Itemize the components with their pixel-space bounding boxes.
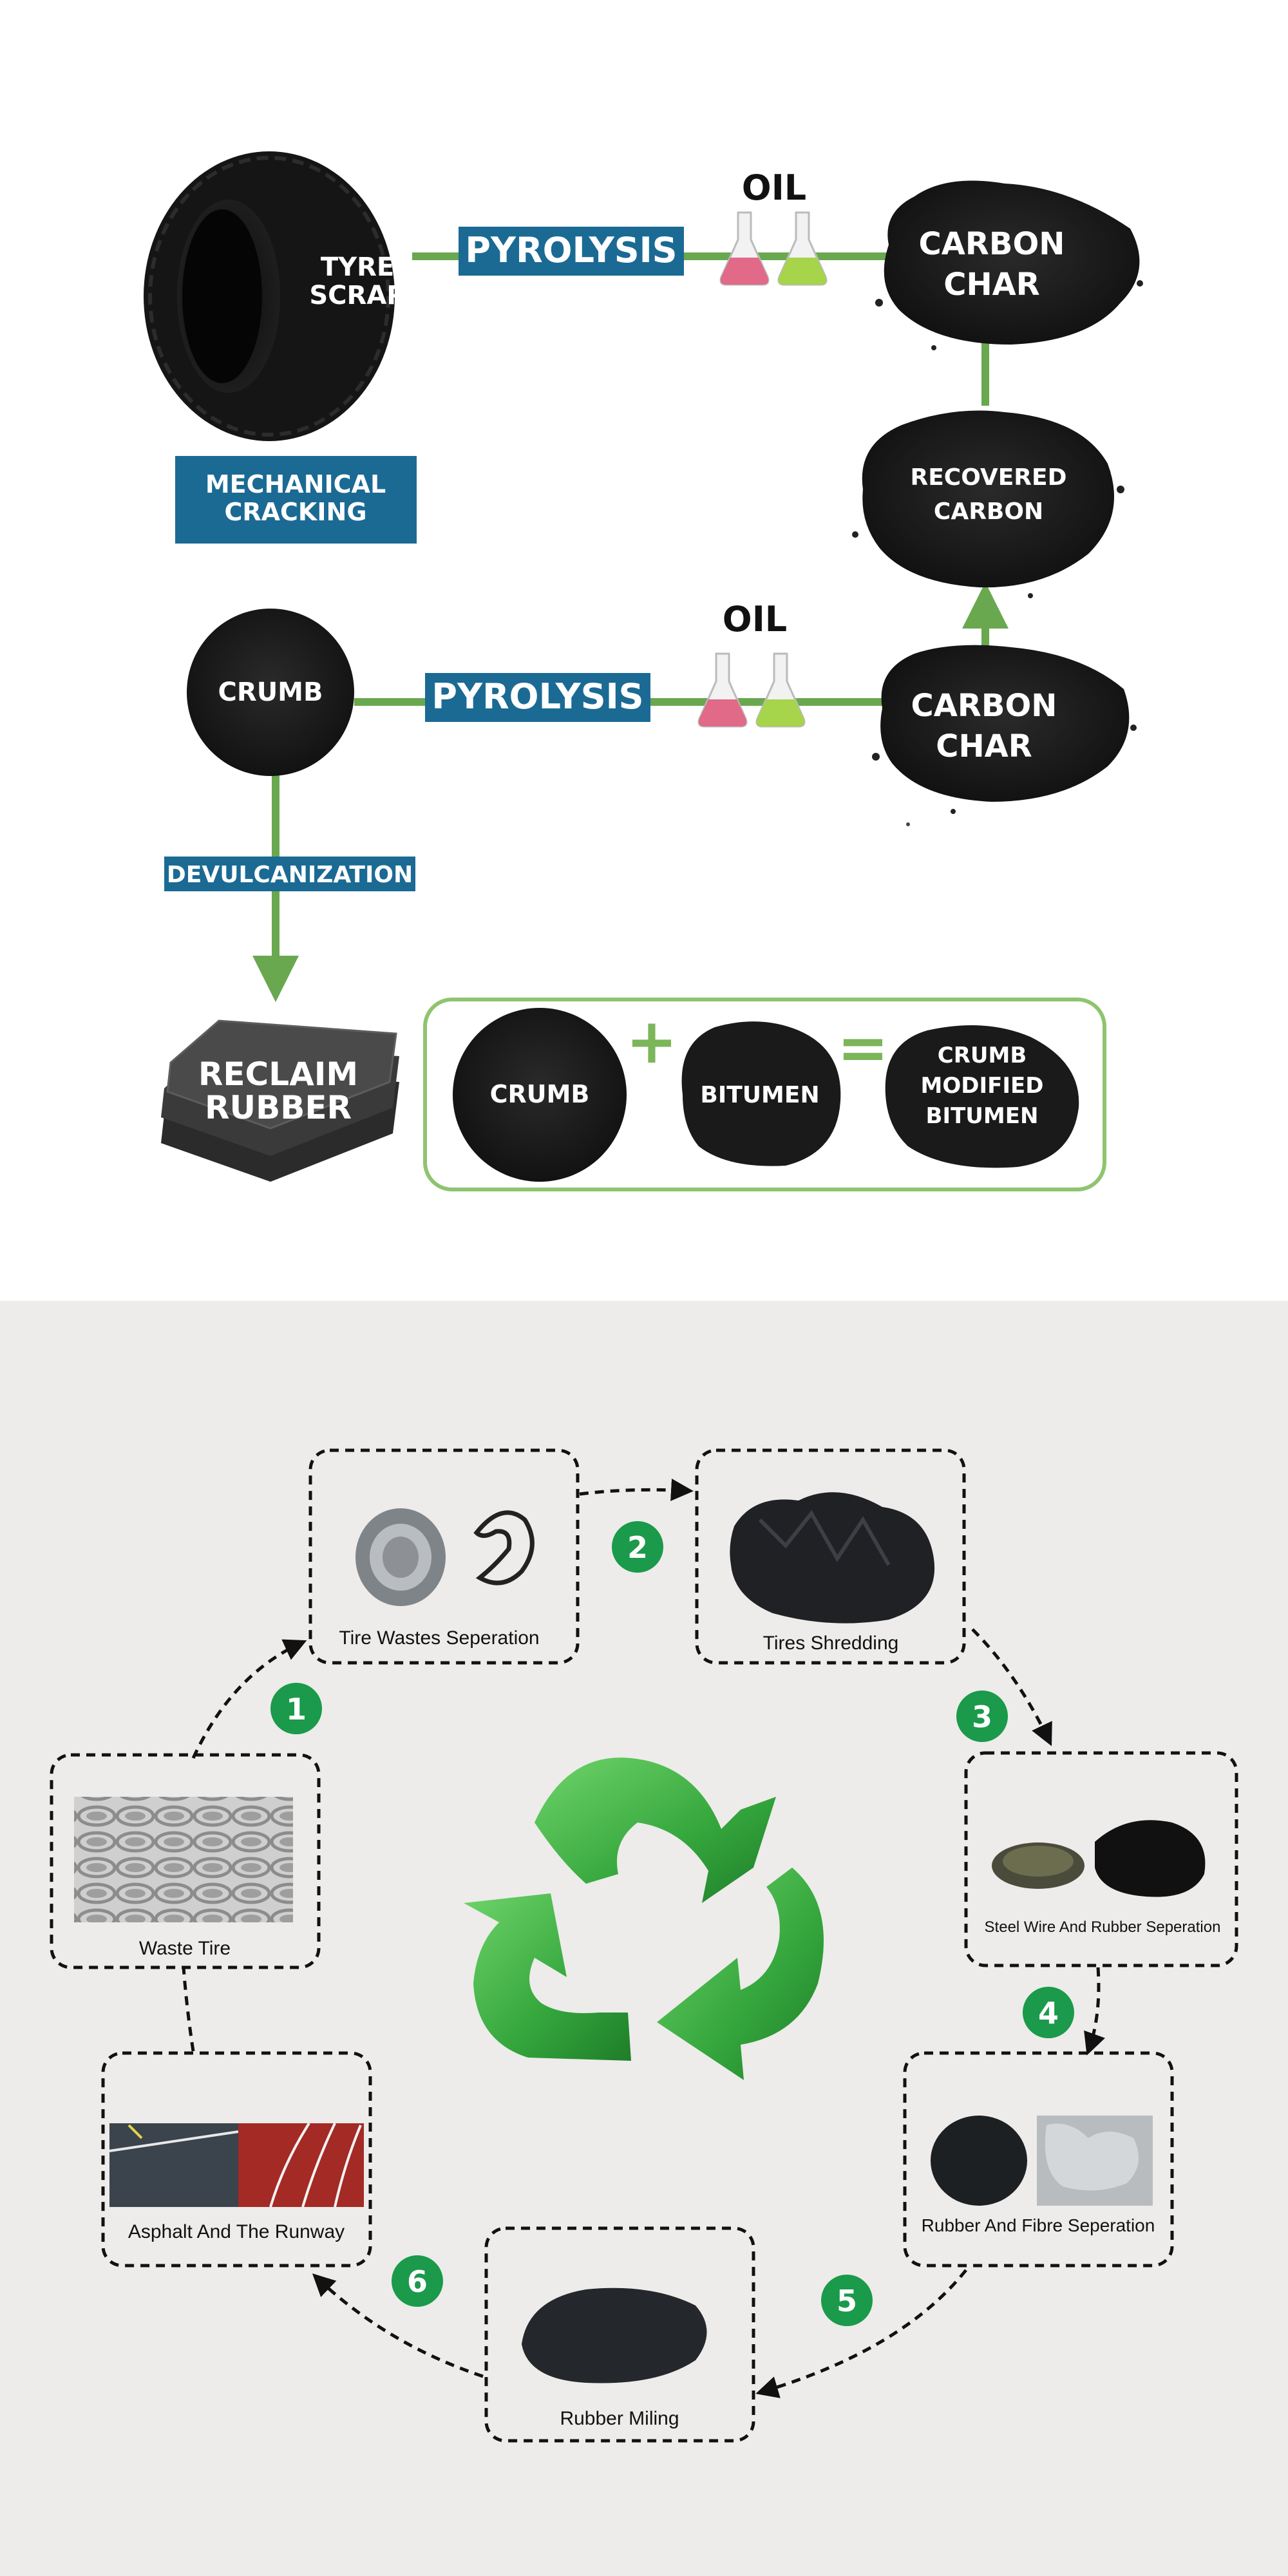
tyre-icon <box>144 151 395 441</box>
step-badge-6: 6 <box>392 2255 443 2307</box>
step6-label: Asphalt And The Runway <box>128 2221 345 2242</box>
cycle-diagram: Waste Tire Tire Wastes Seperation Tires … <box>50 1448 1238 2443</box>
crumb-bitumen-box <box>423 998 1106 1191</box>
oil-flask-icon <box>697 652 806 728</box>
pyrolysis-mid-label: PYROLYSIS <box>431 676 643 717</box>
reclaim-line2: RUBBER <box>205 1089 352 1126</box>
carbon-char-top-line1: CARBON <box>919 226 1065 262</box>
equals-sign: = <box>837 1012 889 1084</box>
connector-waste-to-step1 <box>191 1639 307 1759</box>
tyre-label-line2: SCRAP <box>309 281 405 310</box>
plus-sign: + <box>626 1005 677 1077</box>
pyrolysis-mid-box <box>425 673 650 722</box>
step4-label: Rubber And Fibre Seperation <box>922 2215 1155 2235</box>
svg-text:3: 3 <box>972 1700 992 1734</box>
bitumen-blob <box>681 1021 841 1166</box>
top-diagram: TYRE SCRAP PYROLYSIS OIL CARBON CHAR REC… <box>144 151 1143 1191</box>
carbon-char-mid-line1: CARBON <box>911 688 1057 724</box>
recovered-carbon-blob <box>852 410 1124 598</box>
step3-box <box>964 1751 1238 1967</box>
mechanical-cracking-box <box>175 456 417 544</box>
step-badge-5: 5 <box>821 2275 873 2326</box>
step1-label: Tire Wastes Seperation <box>339 1627 539 1649</box>
connector-step5-to-step6 <box>312 2273 484 2378</box>
pyrolysis-top-label: PYROLYSIS <box>465 230 677 270</box>
waste-tire-image <box>74 1797 293 1922</box>
step-badge-1: 1 <box>270 1683 322 1734</box>
step2-label: Tires Shredding <box>763 1633 899 1654</box>
connector-step4-to-step5 <box>755 2269 967 2398</box>
waste-tire-label: Waste Tire <box>139 1938 231 1959</box>
recovered-line2: CARBON <box>934 498 1043 525</box>
step6-box <box>101 2051 372 2268</box>
oil-flask-icon <box>719 211 828 286</box>
recycle-icon <box>464 1757 824 2080</box>
carbon-char-top-blob <box>875 180 1143 350</box>
cmb-line1: CRUMB <box>938 1043 1027 1068</box>
asphalt-runway-image <box>109 2122 364 2208</box>
oil-top-label: OIL <box>742 167 806 208</box>
shredded-tire-image <box>730 1492 935 1624</box>
box-crumb-label: CRUMB <box>490 1080 590 1108</box>
reclaim-rubber-icon <box>161 1019 399 1182</box>
devulcanization-label: DEVULCANIZATION <box>167 862 413 888</box>
step-badge-2: 2 <box>612 1521 663 1573</box>
recovered-line1: RECOVERED <box>910 464 1066 491</box>
connector-step2-to-step3 <box>971 1628 1052 1747</box>
step-badge-4: 4 <box>1023 1987 1074 2038</box>
tire-separation-image <box>355 1508 535 1606</box>
step3-label: Steel Wire And Rubber Seperation <box>985 1918 1221 1936</box>
oil-mid-label: OIL <box>723 599 787 639</box>
svg-text:4: 4 <box>1038 1996 1059 2031</box>
svg-text:6: 6 <box>407 2264 428 2299</box>
step4-box <box>903 2051 1174 2268</box>
mechanical-line1: MECHANICAL <box>205 470 386 498</box>
step1-box <box>308 1448 580 1665</box>
mechanical-line2: CRACKING <box>224 498 366 526</box>
carbon-char-top-line2: CHAR <box>943 267 1040 303</box>
step5-label: Rubber Miling <box>560 2408 679 2429</box>
svg-text:1: 1 <box>286 1692 307 1727</box>
pyrolysis-top-box <box>459 227 684 276</box>
bitumen-label: BITUMEN <box>700 1082 819 1108</box>
step-badge-3: 3 <box>956 1690 1008 1742</box>
box-crumb-blob <box>453 1008 627 1182</box>
step2-box <box>695 1448 966 1665</box>
cmb-line3: BITUMEN <box>926 1103 1039 1129</box>
reclaim-line1: RECLAIM <box>198 1056 358 1093</box>
tyre-label-line1: TYRE <box>321 252 394 282</box>
steel-rubber-image <box>992 1820 1206 1897</box>
carbon-char-mid-line2: CHAR <box>936 728 1032 764</box>
crumb-modified-bitumen-blob <box>885 1025 1079 1168</box>
devulcanization-box <box>164 857 415 891</box>
step5-box <box>484 2226 755 2443</box>
svg-text:2: 2 <box>627 1530 648 1565</box>
crumb-blob <box>187 609 354 776</box>
rubber-fibre-image <box>931 2116 1153 2206</box>
carbon-char-mid-blob <box>872 645 1137 826</box>
rubber-powder-image <box>522 2287 707 2383</box>
waste-tire-box <box>50 1753 321 1969</box>
connector-step1-to-step2 <box>579 1478 694 1501</box>
crumb-label: CRUMB <box>218 677 323 707</box>
svg-text:5: 5 <box>837 2284 857 2318</box>
cmb-line2: MODIFIED <box>921 1073 1044 1099</box>
